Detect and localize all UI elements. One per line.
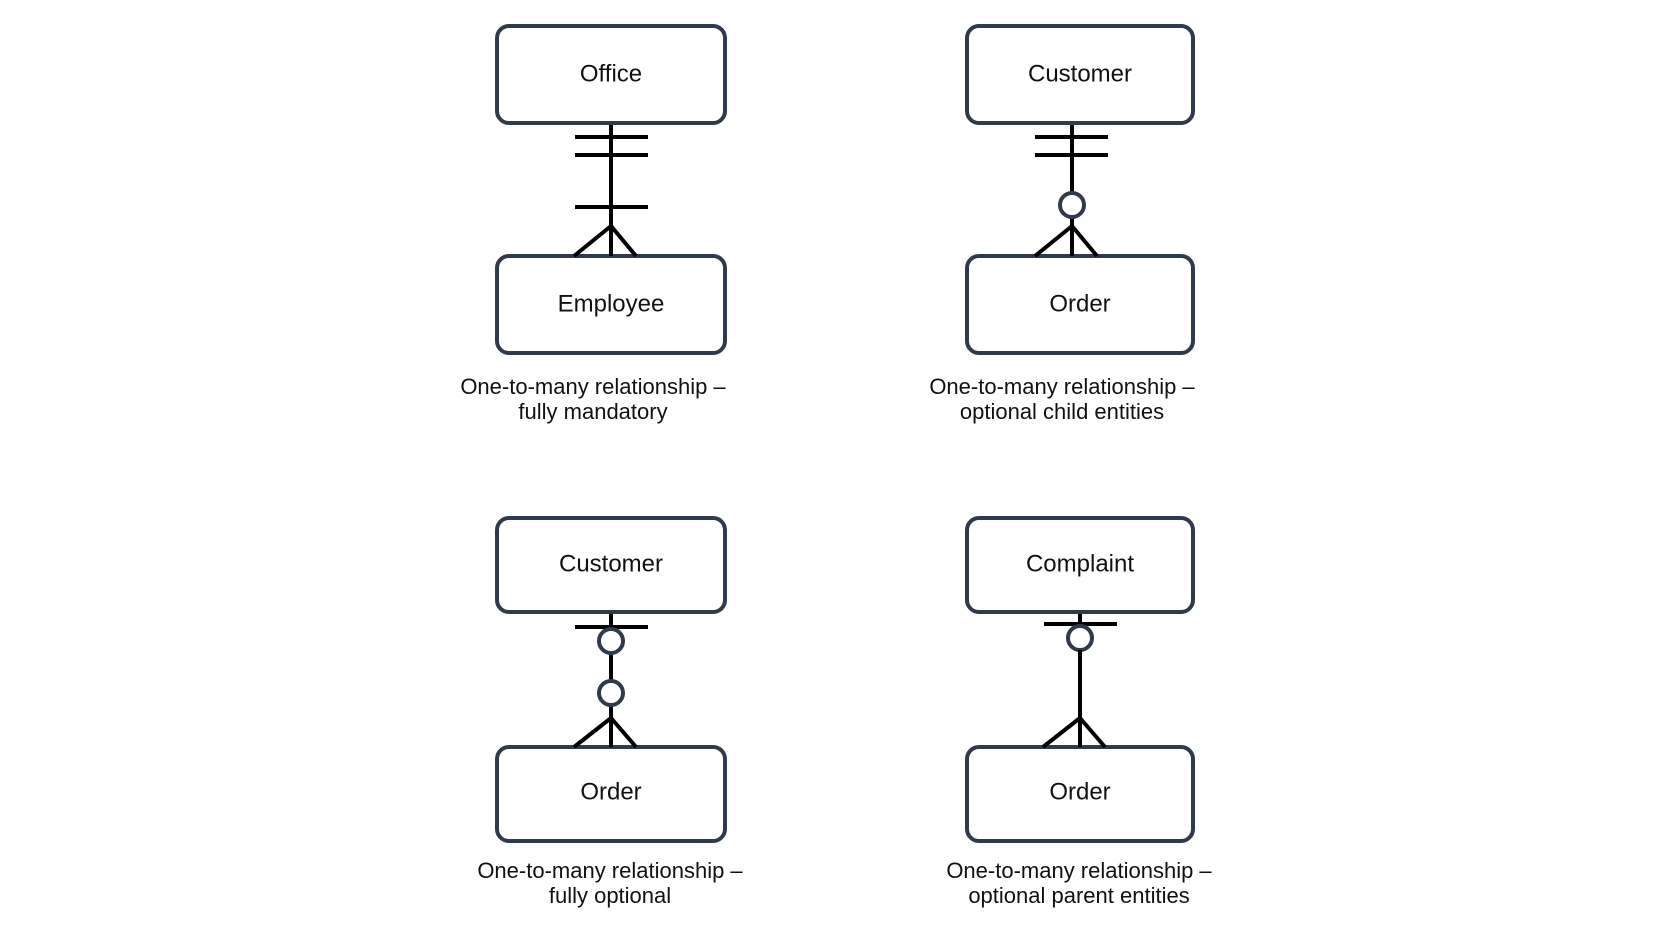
relationship-line-complaint-order bbox=[1041, 614, 1117, 749]
crows-foot-left bbox=[1033, 224, 1074, 258]
entity-box-order[interactable] bbox=[965, 254, 1195, 355]
caption-line-2: fully mandatory bbox=[518, 399, 667, 424]
caption-line-1: One-to-many relationship – bbox=[460, 374, 726, 399]
crows-foot-right bbox=[1070, 224, 1099, 258]
crows-foot-right bbox=[609, 716, 638, 749]
entity-label-office: Office bbox=[580, 61, 642, 88]
diagram-panel-2: Customer Order One-to-many relationship … bbox=[929, 24, 1195, 424]
optional-ring bbox=[1058, 191, 1086, 219]
diagram-panel-3: Customer Order One-to-many relationship … bbox=[477, 516, 743, 908]
entity-label-employee: Employee bbox=[558, 291, 665, 318]
crows-foot-left bbox=[1041, 716, 1082, 749]
caption-line-2: optional parent entities bbox=[968, 883, 1189, 908]
caption-line-1: One-to-many relationship – bbox=[946, 858, 1212, 883]
caption-line-2: optional child entities bbox=[960, 399, 1164, 424]
entity-box-customer[interactable] bbox=[965, 24, 1195, 125]
caption-line-1: One-to-many relationship – bbox=[929, 374, 1195, 399]
parent-optional-ring bbox=[1066, 624, 1094, 652]
crows-foot-left bbox=[572, 716, 613, 749]
caption-line-1: One-to-many relationship – bbox=[477, 858, 743, 883]
crows-foot-right bbox=[609, 224, 638, 258]
caption-line-2: fully optional bbox=[549, 883, 671, 908]
child-optional-ring bbox=[597, 679, 625, 707]
entity-box-complaint[interactable] bbox=[965, 516, 1195, 614]
entity-box-customer[interactable] bbox=[495, 516, 727, 614]
entity-label-order: Order bbox=[1049, 779, 1110, 806]
entity-label-customer: Customer bbox=[1028, 61, 1132, 88]
entity-label-customer: Customer bbox=[559, 551, 663, 578]
entity-label-order: Order bbox=[1049, 291, 1110, 318]
relationship-line-office-employee bbox=[572, 125, 648, 258]
parent-optional-ring bbox=[597, 627, 625, 655]
relationship-line-customer-order bbox=[1033, 125, 1108, 258]
crows-foot-left bbox=[572, 224, 613, 258]
entity-box-office[interactable] bbox=[495, 24, 727, 125]
relationship-line-customer-order-optional bbox=[572, 614, 648, 749]
diagram-panel-1: Office Employee One-to-many relationship… bbox=[460, 24, 727, 424]
entity-label-order: Order bbox=[580, 779, 641, 806]
crows-foot-right bbox=[1078, 716, 1107, 749]
diagram-panel-4: Complaint Order One-to-many relationship… bbox=[946, 516, 1212, 908]
entity-label-complaint: Complaint bbox=[1026, 551, 1134, 578]
